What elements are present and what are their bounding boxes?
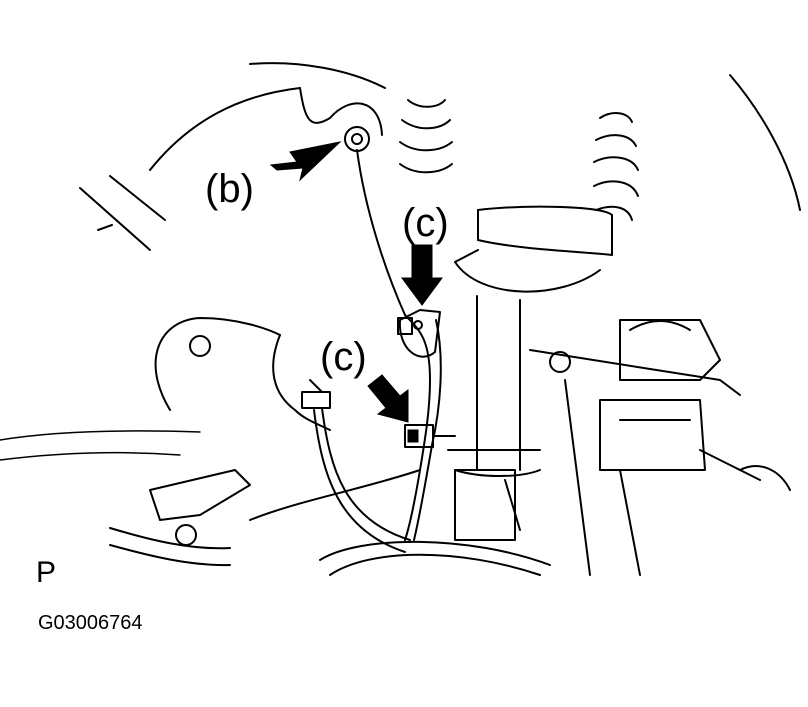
- steering-knuckle: [109, 469, 551, 576]
- arrow-c-upper: [401, 244, 443, 306]
- callout-c-lower: (c): [320, 335, 367, 379]
- callout-c-upper: (c): [402, 201, 449, 245]
- coil-spring: [399, 99, 639, 221]
- wire-clamp-upper: [397, 309, 441, 358]
- caliper-assembly: [529, 319, 791, 576]
- arrow-c-lower: [367, 374, 409, 423]
- arrow-b: [269, 141, 342, 182]
- mounting-hole: [344, 126, 370, 152]
- strut-body: [447, 205, 613, 541]
- brake-hose: [154, 317, 411, 553]
- callout-b: (b): [205, 167, 254, 211]
- wire-clamp-lower: [404, 424, 456, 448]
- figure-id: G03006764: [38, 612, 143, 634]
- view-marker: P: [36, 556, 57, 589]
- fender-outline: [0, 62, 801, 461]
